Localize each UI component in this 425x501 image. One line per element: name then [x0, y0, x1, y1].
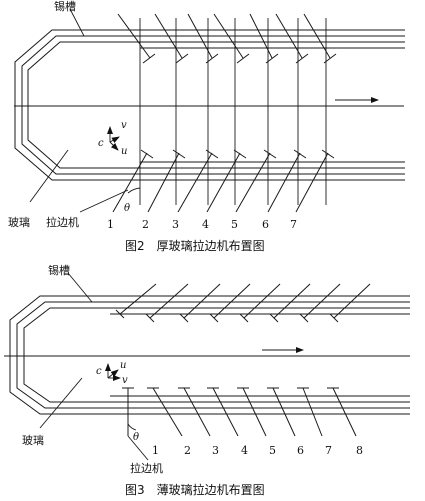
- fig3-bottom-edge-rollers: [122, 387, 357, 437]
- figure3: c u v θ 锡槽 玻璃 拉边机 1 2 3 4 5 6 7 8 图3 薄玻璃…: [4, 263, 410, 497]
- fig2-machine-number: 4: [202, 218, 209, 231]
- fig2-axis-u: u: [121, 146, 127, 157]
- fig3-axes-icon: [105, 363, 121, 381]
- fig2-angle-label: θ: [124, 203, 130, 214]
- fig3-axis-v: v: [122, 375, 128, 386]
- fig2-machine-number: 6: [262, 218, 269, 231]
- fig2-tin-bath-outline: [14, 29, 405, 181]
- fig3-machine-number: 4: [241, 444, 248, 457]
- figure2: c v u θ 锡槽 玻璃 拉边机 1 2 3 4 5 6 7 图2 厚玻璃拉边…: [8, 0, 405, 253]
- fig3-glass-leader: [39, 377, 83, 429]
- fig2-axis-v: v: [121, 120, 127, 131]
- fig3-machine-number: 1: [152, 444, 159, 457]
- fig2-machine-number: 1: [107, 218, 114, 231]
- fig2-machine-number: 2: [142, 218, 149, 231]
- fig2-tin-bath-leader: [69, 8, 85, 37]
- fig3-machine-number: 7: [325, 444, 332, 457]
- fig2-axis-c: c: [98, 138, 104, 149]
- fig2-top-edge-rollers: [117, 13, 337, 64]
- fig2-axes-icon: [107, 126, 120, 151]
- fig3-machine-number: 2: [184, 444, 191, 457]
- fig2-machine-number: 5: [231, 218, 238, 231]
- fig3-tin-bath-outline: [9, 295, 410, 415]
- fig2-glass-label: 玻璃: [8, 215, 30, 229]
- fig2-glass-leader: [29, 149, 69, 203]
- fig2-machine-number: 7: [290, 218, 297, 231]
- fig3-machine-number: 3: [212, 444, 219, 457]
- fig2-tin-bath-label: 锡槽: [54, 0, 76, 13]
- fig3-machine-number: 5: [269, 444, 276, 457]
- fig3-axis-u: u: [120, 360, 126, 371]
- fig2-caption: 图2 厚玻璃拉边机布置图: [125, 238, 265, 253]
- fig3-roller-leader: [127, 435, 149, 461]
- fig3-angle-label: θ: [133, 432, 139, 443]
- fig3-angle-arc: [127, 423, 137, 431]
- fig2-angle-arc: [127, 187, 141, 194]
- fig3-tin-bath-leader: [67, 272, 93, 303]
- fig3-tin-bath-label: 锡槽: [48, 263, 70, 277]
- fig3-glass-label: 玻璃: [22, 433, 44, 447]
- fig2-machine-number: 3: [172, 218, 179, 231]
- fig2-bottom-edge-rollers: [112, 149, 335, 213]
- fig3-edge-roller-label: 拉边机: [130, 461, 163, 475]
- fig2-roller-leader: [79, 189, 129, 213]
- fig2-edge-roller-label: 拉边机: [46, 215, 79, 229]
- fig2-reference-lines: [139, 18, 327, 205]
- fig3-top-edge-rollers: [115, 283, 371, 323]
- fig3-axis-c: c: [96, 366, 102, 377]
- fig3-machine-number: 8: [356, 444, 363, 457]
- fig3-caption: 图3 薄玻璃拉边机布置图: [125, 482, 265, 497]
- fig3-machine-number: 6: [297, 444, 304, 457]
